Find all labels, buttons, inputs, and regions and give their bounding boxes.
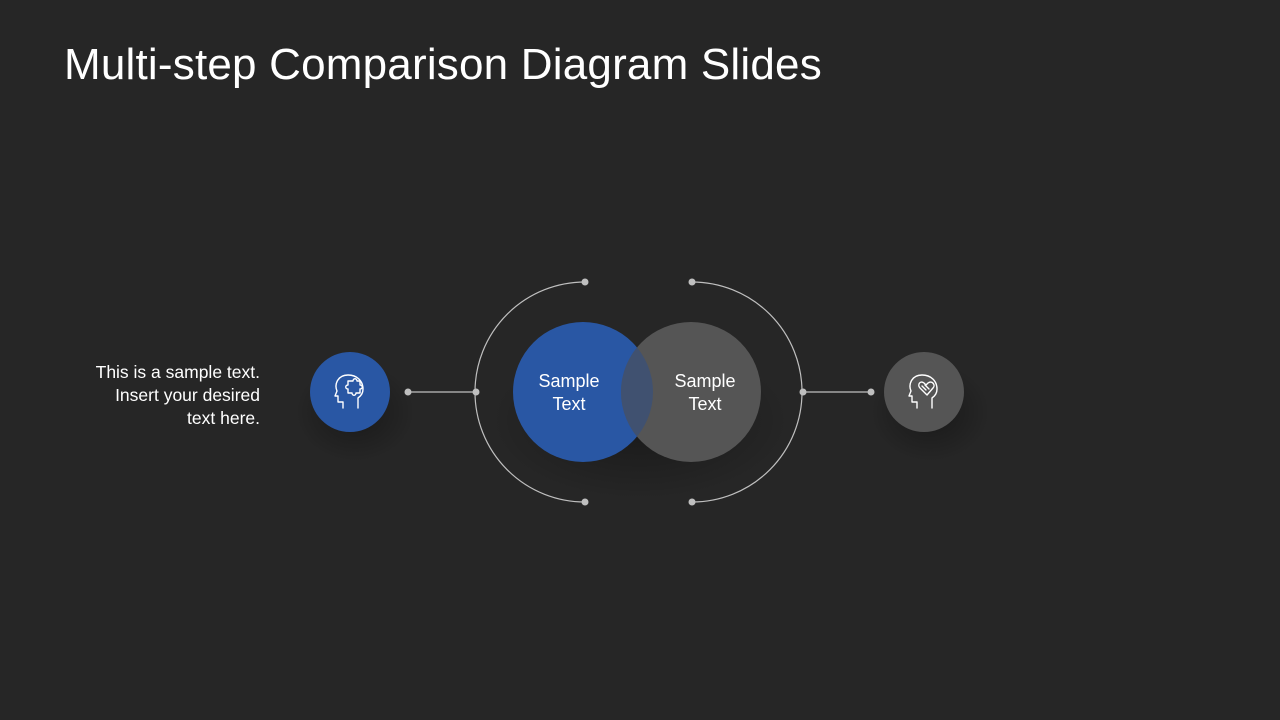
left-circle-label: Sample Text bbox=[514, 370, 624, 416]
right-circle-label: Sample Text bbox=[650, 370, 760, 416]
right-circle-label-line-2: Text bbox=[688, 394, 722, 414]
head-puzzle-icon bbox=[334, 374, 364, 409]
side-text-line-3: text here. bbox=[187, 408, 260, 428]
side-text-block: This is a sample text. Insert your desir… bbox=[60, 361, 260, 430]
connector-dot bbox=[404, 388, 412, 396]
venn-circle-gray bbox=[621, 322, 761, 462]
left-icon-circle bbox=[310, 352, 390, 432]
arc-dot bbox=[688, 498, 696, 506]
arc-dot bbox=[688, 278, 696, 286]
slide-title: Multi-step Comparison Diagram Slides bbox=[64, 40, 822, 89]
venn-circle-blue bbox=[513, 322, 653, 462]
right-circle-label-line-1: Sample bbox=[674, 371, 736, 391]
arc-dot bbox=[581, 498, 589, 506]
head-heart-handshake-icon bbox=[908, 374, 938, 409]
arc-dot bbox=[799, 388, 807, 396]
left-circle-label-line-1: Sample bbox=[538, 371, 600, 391]
side-text-line-1: This is a sample text. bbox=[95, 362, 260, 382]
arc-dot bbox=[472, 388, 480, 396]
connector-dot bbox=[867, 388, 875, 396]
side-text-line-2: Insert your desired bbox=[115, 385, 260, 405]
left-circle-label-line-2: Text bbox=[552, 394, 586, 414]
arc-dot bbox=[581, 278, 589, 286]
